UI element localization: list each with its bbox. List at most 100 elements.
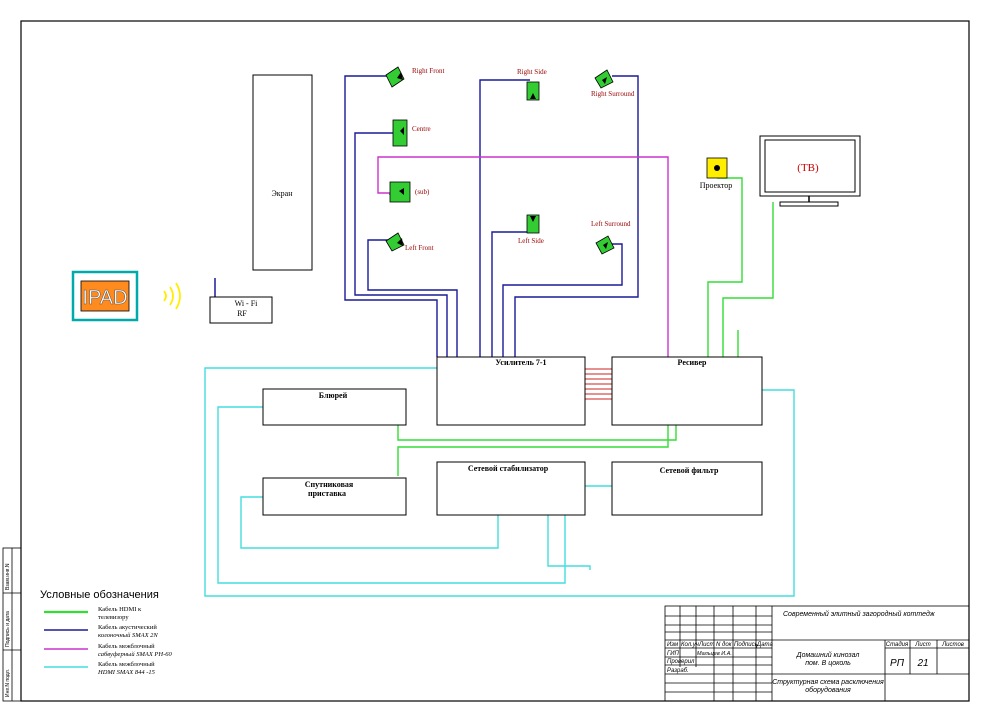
wire-hdmi-outer <box>204 367 795 597</box>
wire-left-surround <box>502 243 623 357</box>
title-block: Современный элитный загородный коттедж И… <box>664 605 970 702</box>
wifi-router: Wi - Fi RF <box>209 278 273 324</box>
label-amplifier: Усилитель 7-1 <box>495 358 546 367</box>
tv: (ТВ) <box>759 135 861 207</box>
label-screen: Экран <box>272 189 294 198</box>
bluray: Блюрей <box>262 388 407 426</box>
legend-item-2-line1: Кабель акустический <box>98 624 157 631</box>
tb-sheet-header: Лист <box>914 642 930 648</box>
tb-col-izm: Изм <box>667 642 678 648</box>
speaker-cables <box>344 75 639 357</box>
label-left-side: Left Side <box>518 237 544 245</box>
network-stabilizer: Сетевой стабилизатор <box>436 461 586 516</box>
wire-right-side <box>479 79 530 357</box>
legend-item-3-line1: Кабель межблочный <box>98 643 155 650</box>
wifi-waves-icon <box>163 282 181 310</box>
ipad: IPAD <box>71 270 139 322</box>
tb-col-list: Лист <box>698 642 714 648</box>
satellite-box: Спутниковая приставка <box>262 477 407 516</box>
legend-item-3-line2: сабвуферный SMAX PH-60 <box>98 651 173 658</box>
tb-object-2: пом. В цоколь <box>805 660 851 667</box>
tb-col-ndok: N док <box>716 642 733 648</box>
legend-item-4-line1: Кабель межблочный <box>98 661 155 668</box>
speaker-right-surround: Right Surround <box>591 69 635 98</box>
wire-left-side <box>491 231 530 357</box>
tb-stage: РП <box>890 658 905 669</box>
speaker-left-surround: Left Surround <box>591 220 631 255</box>
network-filter: Сетевой фильтр <box>611 461 763 516</box>
tb-col-podpis: Подпись <box>734 642 758 648</box>
tb-sheets-header: Листов <box>941 642 964 648</box>
wire-left-front <box>367 239 458 357</box>
label-ipad: IPAD <box>82 287 127 309</box>
speaker-left-side: Left Side <box>518 214 544 245</box>
wire-projector-hdmi <box>707 177 743 357</box>
speaker-sub: (sub) <box>389 181 430 203</box>
label-right-front: Right Front <box>412 67 445 75</box>
label-left-surround: Left Surround <box>591 220 631 228</box>
label-filter: Сетевой фильтр <box>660 466 719 475</box>
tb-col-kolych: Кол.уч <box>681 642 699 648</box>
side-stamp-cell2: Подпись и дата <box>5 611 11 647</box>
legend-item-1-line2: телевизору <box>98 614 129 621</box>
legend: Условные обозначения Кабель HDMI к телев… <box>40 589 173 676</box>
tb-object-1: Домашний кинозал <box>796 651 860 659</box>
projector: Проектор <box>700 157 733 190</box>
label-wifi-2: RF <box>237 309 247 318</box>
speaker-centre: Centre <box>392 119 431 147</box>
tb-stage-header: Стадия <box>886 642 909 648</box>
tb-row-gip: ГИП <box>667 651 680 657</box>
tb-drawing-1: Структурная схема расключения <box>772 679 884 686</box>
tb-project: Современный элитный загородный коттедж <box>783 610 936 618</box>
wire-tv-hdmi <box>722 202 774 357</box>
label-wifi-1: Wi - Fi <box>235 299 259 308</box>
legend-title: Условные обозначения <box>40 589 159 601</box>
tb-col-data: Дата <box>756 642 773 648</box>
wire-hdmi-stab <box>547 515 591 570</box>
drawing-frame <box>20 20 970 702</box>
hdmi-cables <box>204 367 795 597</box>
projection-screen: Экран <box>252 74 313 271</box>
wire-satellite-receiver <box>397 425 669 476</box>
rca-bundle <box>585 368 612 400</box>
label-right-side: Right Side <box>517 68 547 76</box>
side-stamp-cell3: Инв.N подл. <box>5 669 11 697</box>
label-stabilizer: Сетевой стабилизатор <box>468 464 549 473</box>
wire-right-front <box>344 75 438 357</box>
label-centre: Centre <box>412 125 431 133</box>
legend-item-1-line1: Кабель HDMI к <box>98 606 142 613</box>
wire-bluray-receiver <box>397 425 677 441</box>
label-tv: (ТВ) <box>797 162 819 174</box>
label-bluray: Блюрей <box>319 391 348 400</box>
wire-hdmi-satellite <box>240 496 499 549</box>
side-stamp-cell1: Взам.инв.N <box>5 563 11 590</box>
speaker-right-front: Right Front <box>385 66 445 88</box>
label-receiver: Ресивер <box>678 358 707 367</box>
subwoofer-cable <box>377 156 669 357</box>
speaker-left-front: Left Front <box>385 232 434 252</box>
tb-drawing-2: оборудования <box>805 686 851 694</box>
tb-row-gip-name: Мальцев И.А. <box>697 651 732 657</box>
speaker-right-side: Right Side <box>517 68 547 101</box>
tb-row-developer: Разраб. <box>667 668 689 674</box>
label-projector: Проектор <box>700 181 733 190</box>
tb-sheet: 21 <box>916 658 928 669</box>
wire-right-surround <box>514 75 639 357</box>
side-stamp <box>2 547 22 702</box>
receiver: Ресивер <box>611 356 763 426</box>
wire-subwoofer <box>377 156 669 357</box>
lens-icon <box>714 165 720 171</box>
tb-row-checked: Проверил <box>667 659 695 665</box>
legend-item-2-line2: колоночный SMAX 2N <box>98 632 158 639</box>
label-satellite-2: приставка <box>308 489 346 498</box>
label-right-surround: Right Surround <box>591 90 635 98</box>
label-sub: (sub) <box>415 188 430 196</box>
wire-hdmi-bluray <box>217 406 566 584</box>
legend-item-4-line2: HDMI SMAX 844 -15 <box>97 669 156 676</box>
label-left-front: Left Front <box>405 244 434 252</box>
hdmi-tv-cables <box>397 177 774 476</box>
amplifier: Усилитель 7-1 <box>436 356 586 426</box>
label-satellite-1: Спутниковая <box>305 480 354 489</box>
wire-centre <box>354 132 448 357</box>
